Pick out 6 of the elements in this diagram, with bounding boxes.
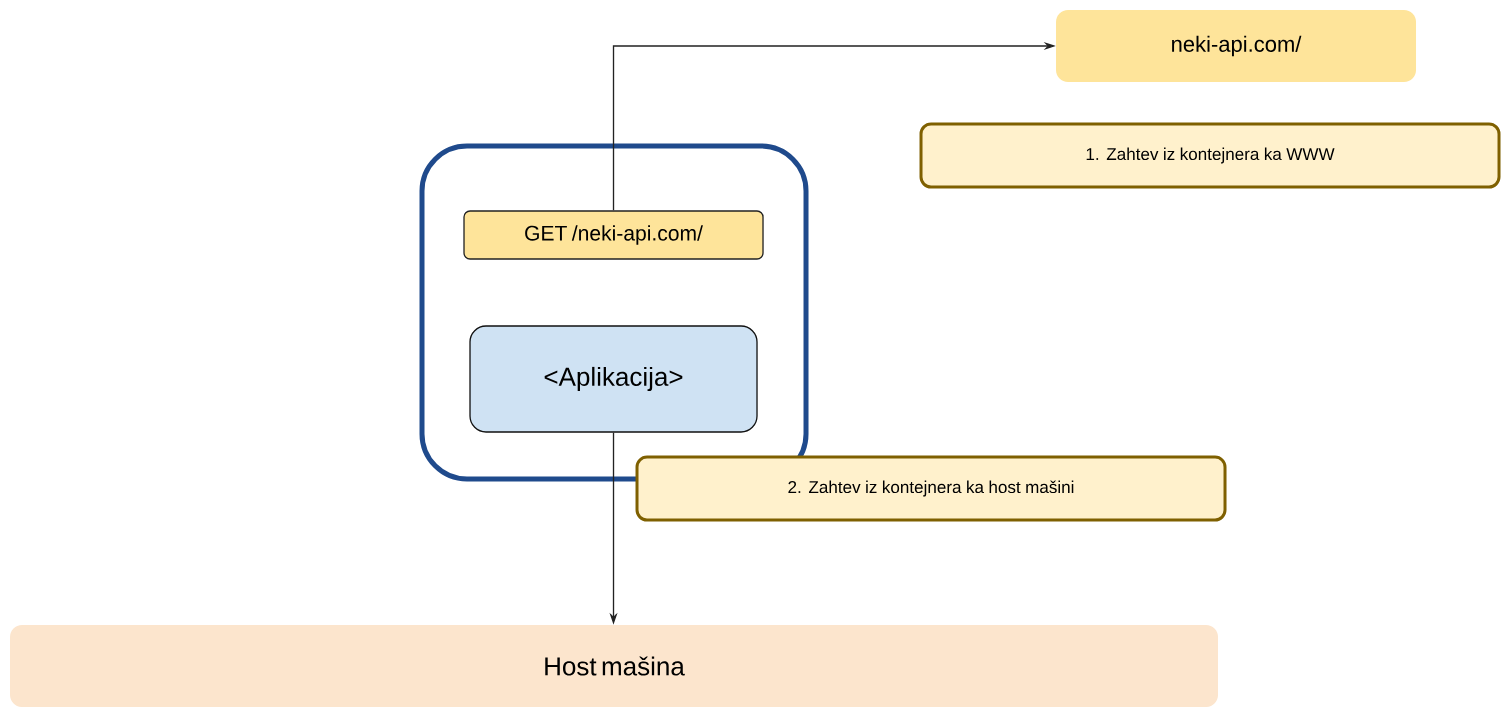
request-box: GET /neki-api.com/: [463, 210, 764, 260]
note-box: 1. Zahtev iz kontejnera ka WWW: [919, 122, 1501, 189]
endpoint-box: neki-api.com/: [1056, 10, 1416, 82]
host-box: Host mašina: [10, 625, 1218, 707]
application-box: <Aplikacija>: [469, 325, 758, 433]
note-box: 2. Zahtev iz kontejnera ka host mašini: [635, 455, 1227, 522]
